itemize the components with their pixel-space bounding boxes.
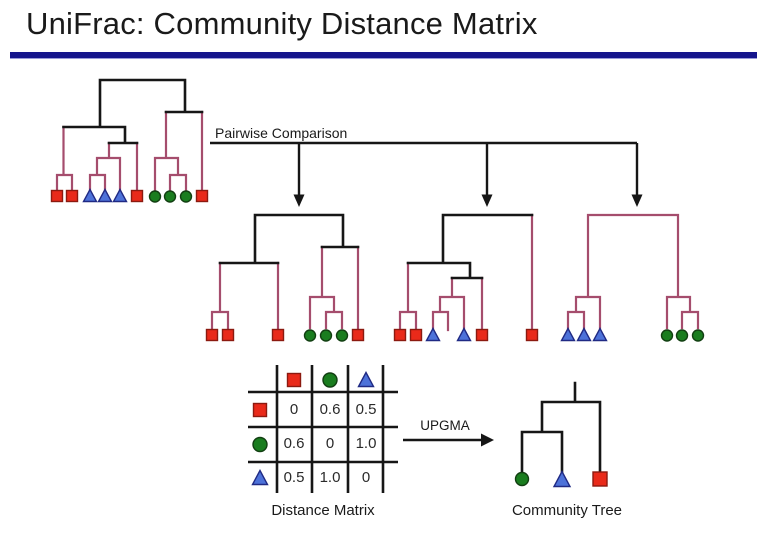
pairwise-line <box>210 141 639 196</box>
red-square-icon <box>286 372 302 388</box>
red-square-icon <box>351 328 365 342</box>
red-square-icon <box>195 189 209 203</box>
red-square-icon <box>409 328 423 342</box>
green-circle-icon <box>319 329 333 342</box>
green-circle-icon <box>148 190 162 203</box>
arrowhead-icon <box>481 194 493 207</box>
pairwise-comparison-label: Pairwise Comparison <box>215 125 348 141</box>
matrix-cell: 0 <box>361 469 371 486</box>
matrix-cell: 0 <box>325 435 335 452</box>
blue-triangle-icon <box>552 470 572 488</box>
blue-triangle-icon <box>576 327 592 342</box>
green-circle-icon <box>322 372 338 388</box>
red-square-icon <box>221 328 235 342</box>
matrix-cell: 0.5 <box>283 469 305 486</box>
full-tree-branches <box>55 110 204 192</box>
blue-triangle-icon <box>251 469 269 486</box>
green-circle-icon <box>335 329 349 342</box>
blue-triangle-icon <box>357 371 375 388</box>
community-tree-caption: Community Tree <box>511 502 623 519</box>
red-square-icon <box>271 328 285 342</box>
red-square-icon <box>525 328 539 342</box>
pairwise-tree-triangles-circles <box>560 213 705 342</box>
green-circle-icon <box>514 471 530 487</box>
full-tree-branches-deep <box>62 78 204 145</box>
page-title: UniFrac: Community Distance Matrix <box>26 6 538 41</box>
pairwise-comparison-arrows <box>210 141 643 207</box>
red-square-icon <box>130 189 144 203</box>
blue-triangle-icon <box>560 327 576 342</box>
arrowhead-icon <box>293 194 305 207</box>
blue-triangle-icon <box>112 188 128 203</box>
title-divider <box>10 52 757 59</box>
distance-matrix-caption: Distance Matrix <box>271 502 375 519</box>
red-square-icon <box>592 471 608 487</box>
matrix-cell: 0.6 <box>319 401 341 418</box>
blue-triangle-icon <box>425 327 441 342</box>
tree3-branches <box>566 213 700 330</box>
matrix-cell: 1.0 <box>355 435 377 452</box>
tree2-branches <box>398 213 534 332</box>
red-square-icon <box>475 328 489 342</box>
arrowhead-icon <box>481 433 494 447</box>
blue-triangle-icon <box>456 327 472 342</box>
matrix-cell: 0.5 <box>355 401 377 418</box>
green-circle-icon <box>691 329 705 342</box>
red-square-icon <box>393 328 407 342</box>
matrix-cell: 0.6 <box>283 435 305 452</box>
red-square-icon <box>205 328 219 342</box>
blue-triangle-icon <box>82 188 98 203</box>
green-circle-icon <box>303 329 317 342</box>
matrix-cell: 0 <box>289 401 299 418</box>
green-circle-icon <box>252 436 268 453</box>
pairwise-tree-squares-triangles <box>393 213 539 342</box>
tree2-branches-deep <box>406 213 534 280</box>
blue-triangle-icon <box>97 188 113 203</box>
green-circle-icon <box>660 329 674 342</box>
green-circle-icon <box>163 190 177 203</box>
red-square-icon <box>50 189 64 203</box>
green-circle-icon <box>675 329 689 342</box>
green-circle-icon <box>179 190 193 203</box>
distance-matrix <box>248 365 398 493</box>
red-square-icon <box>252 402 268 418</box>
matrix-cell: 1.0 <box>319 469 341 486</box>
upgma-label: UPGMA <box>420 418 470 433</box>
upgma-arrow <box>403 433 494 447</box>
blue-triangle-icon <box>592 327 608 342</box>
community-tree-branches <box>520 381 602 474</box>
tree1-branches <box>210 245 360 330</box>
matrix-grid-lines <box>248 365 398 493</box>
arrowhead-icon <box>631 194 643 207</box>
pairwise-tree-squares-circles <box>205 213 365 342</box>
red-square-icon <box>65 189 79 203</box>
community-tree <box>514 381 608 488</box>
tree1-branches-deep <box>218 213 360 265</box>
full-tree <box>50 78 209 203</box>
